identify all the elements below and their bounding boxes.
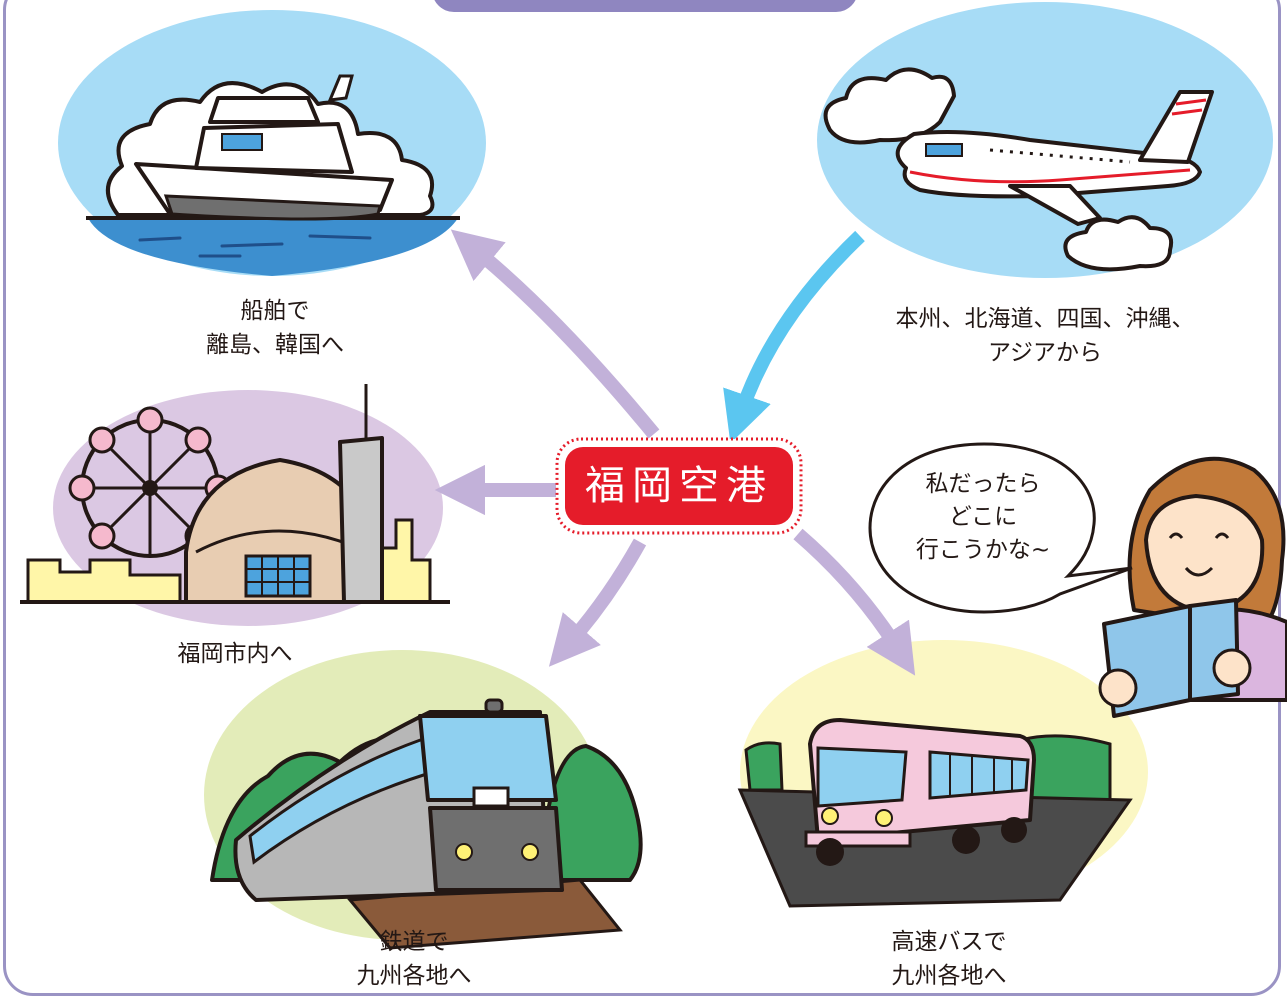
label-plane: 本州、北海道、四国、沖縄、 アジアから [875,302,1215,370]
label-bus-line-2: 九州各地へ [891,963,1007,989]
speech-bubble [868,442,1133,614]
ship-illustration [58,10,486,276]
girl-reading-illustration [1098,456,1287,718]
arrow-to-ship [450,229,660,439]
label-city: 福岡市内へ [160,637,310,671]
speech-line-3: 行こうかな~ [915,537,1051,563]
label-ship: 船舶で 離島、韓国へ [190,294,360,362]
label-train: 鉄道で 九州各地へ [344,925,484,993]
label-bus: 高速バスで 九州各地へ [874,925,1024,993]
city-illustration [20,384,450,626]
label-city-line-1: 福岡市内へ [177,641,293,667]
label-ship-line-2: 離島、韓国へ [206,332,344,358]
fukuoka-airport-hub: 福岡空港 [555,437,803,535]
diagram-frame [3,0,1281,996]
speech-line-1: 私だったら [925,471,1041,497]
label-bus-line-1: 高速バスで [891,929,1007,955]
hub-label: 福岡空港 [585,463,773,509]
label-ship-line-1: 船舶で [240,298,310,324]
arrow-from-plane [723,230,865,444]
label-plane-line-1: 本州、北海道、四国、沖縄、 [895,306,1195,332]
label-train-line-2: 九州各地へ [356,963,472,989]
train-illustration [204,650,643,950]
arrow-to-bus [793,528,916,676]
bus-illustration [737,640,1148,908]
airplane-illustration [817,2,1273,278]
speech-line-2: どこに [948,504,1018,530]
label-train-line-1: 鉄道で [379,929,449,955]
arrow-to-train [548,538,647,667]
label-plane-line-2: アジアから [987,340,1103,366]
header-tab [432,0,858,12]
speech-bubble-text: 私だったら どこに 行こうかな~ [888,468,1078,567]
hub-badge [555,437,803,535]
